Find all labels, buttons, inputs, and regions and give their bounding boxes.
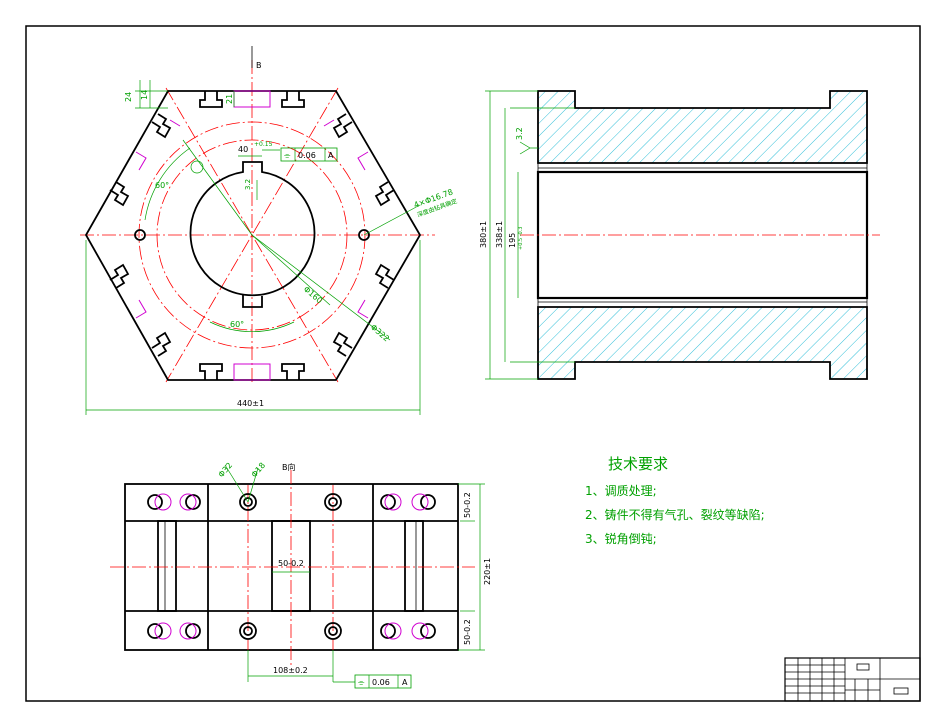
dia-322: Φ322 — [369, 323, 391, 344]
dim-3-2: 3.2 — [244, 179, 252, 190]
angle-top: 60° — [155, 181, 169, 190]
svg-text:⌯: ⌯ — [358, 678, 365, 687]
tech-requirement-3: 3、锐角倒钝; — [585, 532, 657, 546]
tech-requirement-1: 1、调质处理; — [585, 484, 657, 498]
drawing-border — [25, 25, 921, 702]
view-b-label: B向 — [282, 462, 296, 472]
central-bore — [189, 161, 316, 297]
dim-21: 21 — [225, 94, 234, 104]
svg-text:A: A — [402, 678, 408, 687]
angle-bottom: 60° — [230, 320, 244, 329]
dim-195: 195 — [508, 233, 517, 248]
tech-requirements-title: 技术要求 — [608, 455, 668, 473]
roughness: 3.2 — [515, 127, 524, 140]
dim-338: 338±1 — [495, 221, 504, 248]
svg-text:A: A — [328, 151, 334, 160]
dim-40-tol: +0.15 — [254, 141, 273, 148]
dim-24: 24 — [124, 92, 133, 102]
title-block — [784, 657, 921, 702]
dim-phi18: Φ18 — [250, 461, 267, 479]
dim-108: 108±0.2 — [273, 666, 308, 675]
side-hole-right — [358, 229, 370, 241]
top-view-dimensions — [85, 80, 421, 415]
bottom-view: Φ32 Φ18 B向 50-0.2 50-0.2 50-0.2 220±1 10… — [110, 461, 492, 689]
tech-requirements: 技术要求 1、调质处理; 2、铸件不得有气孔、裂纹等缺陷; 3、锐角倒钝; — [585, 455, 765, 546]
svg-text:0.06: 0.06 — [298, 151, 316, 160]
dim-center-50: 50-0.2 — [278, 559, 304, 568]
dim-phi32: Φ32 — [217, 461, 234, 479]
top-view: 24 14 21 40 +0.15 3.2 60° 60° 4×Φ16.78 深… — [80, 46, 458, 415]
dim-440: 440±1 — [237, 399, 264, 408]
dim-14: 14 — [140, 90, 149, 100]
svg-text:⌯: ⌯ — [284, 151, 291, 160]
hexagon-outline — [84, 90, 422, 381]
dim-40: 40 — [238, 145, 248, 154]
tolerance-frame-bottom: ⌯ 0.06 A — [333, 674, 412, 689]
t-slots — [109, 91, 395, 380]
dim-195-tol: +0.5 -0.3 — [518, 227, 524, 251]
dim-top-50: 50-0.2 — [463, 492, 472, 518]
section-top — [537, 90, 868, 164]
dim-bot-50: 50-0.2 — [463, 619, 472, 645]
svg-text:0.06: 0.06 — [372, 678, 390, 687]
view-arrow-label: B — [256, 61, 262, 70]
section-bottom — [537, 306, 868, 380]
side-hole-left — [134, 229, 146, 241]
tolerance-frame-top: ⌯ 0.06 A — [280, 147, 338, 162]
side-view: 380±1 338±1 195 +0.5 -0.3 3.2 — [479, 90, 880, 380]
bottom-holes — [147, 493, 436, 640]
dim-220: 220±1 — [483, 558, 492, 585]
dim-380: 380±1 — [479, 221, 488, 248]
hidden-features — [135, 90, 369, 381]
dia-160: Φ160 — [302, 285, 324, 306]
tech-requirement-2: 2、铸件不得有气孔、裂纹等缺陷; — [585, 507, 765, 522]
